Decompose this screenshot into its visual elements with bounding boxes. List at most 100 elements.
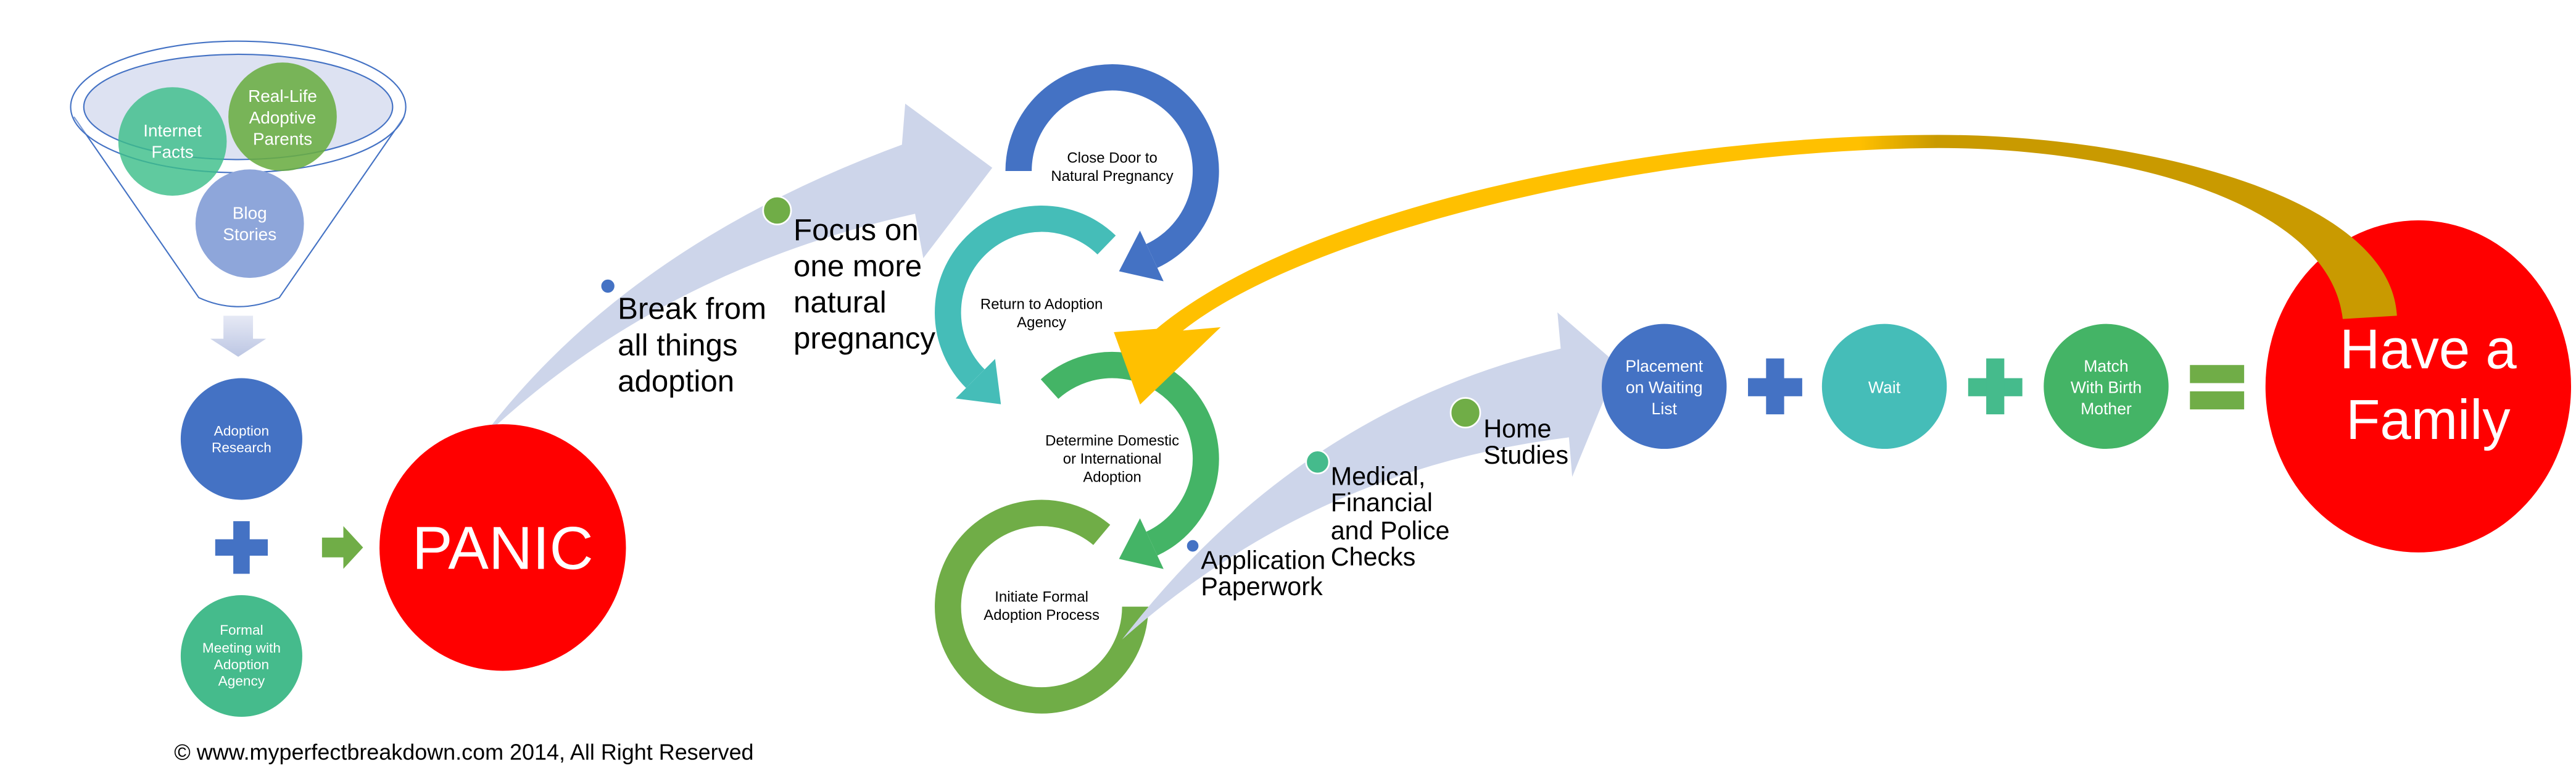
result-label: Have a: [2340, 319, 2517, 381]
label-line: Real-Life: [248, 86, 317, 106]
label-line: Parents: [253, 129, 312, 148]
cycle-ring-close-door: [1005, 64, 1219, 268]
step-text: natural: [793, 285, 887, 319]
label-line: Stories: [223, 225, 276, 244]
step-text: one more: [793, 249, 922, 283]
cycle-label: Determine Domestic: [1045, 433, 1179, 449]
label-line: Blog: [233, 203, 267, 222]
copyright-notice: © www.myperfectbreakdown.com 2014, All R…: [174, 739, 753, 764]
label-line: Adoption: [214, 424, 269, 439]
label-line: List: [1652, 399, 1678, 418]
wait-circle: [1821, 324, 1947, 449]
step-text: all things: [618, 328, 737, 362]
result-label: Family: [2346, 389, 2511, 451]
node-panic: PANIC: [379, 424, 626, 671]
down-arrow-icon: [210, 315, 267, 357]
label-line: Adoption: [214, 657, 269, 672]
step-dot-icon: [762, 195, 792, 225]
cycle-label: Adoption: [1083, 469, 1141, 485]
label-line: Research: [212, 440, 271, 455]
step-text: pregnancy: [793, 322, 935, 356]
step-dot-icon: [1185, 538, 1201, 554]
blog-stories-circle: [195, 169, 304, 278]
step-text: Application: [1201, 546, 1325, 574]
plus-icon: [1968, 358, 2023, 415]
cycle-label: Agency: [1017, 314, 1066, 331]
label-line: Formal: [220, 622, 263, 638]
cycle-label: Return to Adoption: [980, 296, 1103, 313]
cycle-ring-initiate: [935, 499, 1149, 714]
cycle-label: Initiate Formal: [995, 589, 1088, 606]
step-text: Checks: [1331, 543, 1416, 571]
label-line: With Birth: [2071, 378, 2142, 396]
step-text: Focus on: [793, 213, 919, 247]
step-text: Paperwork: [1201, 572, 1323, 601]
label-line: Internet: [143, 121, 202, 140]
cycle-arrowhead-icon: [955, 359, 1001, 404]
plus-icon: [215, 521, 268, 574]
plus-icon: [1748, 358, 1802, 415]
step-text: adoption: [618, 364, 734, 398]
label-line: Wait: [1868, 378, 1901, 396]
label-line: Adoptive: [249, 108, 317, 127]
equals-icon: [2190, 365, 2245, 410]
node-wait: Wait: [1821, 324, 1947, 449]
adoption-research-circle: [180, 378, 302, 500]
panic-label: PANIC: [412, 514, 594, 582]
step-dot-icon: [1305, 449, 1330, 475]
label-line: Mother: [2081, 399, 2132, 418]
right-arrow-icon: [321, 526, 363, 569]
label-line: Placement: [1625, 357, 1703, 375]
curved-arrow-panic-to-cycle: [479, 103, 993, 441]
cycle-label: Close Door to: [1067, 150, 1157, 167]
step-text: Medical,: [1331, 462, 1426, 491]
formal-meeting-circle: [180, 595, 302, 717]
step-text: Break from: [618, 292, 766, 326]
cycle-arrowhead-icon: [1119, 230, 1164, 282]
step-dot-icon: [599, 278, 616, 294]
cycle-label: Natural Pregnancy: [1051, 168, 1173, 185]
cycle-ring-return-agency: [935, 206, 1116, 388]
label-line: Facts: [151, 143, 193, 162]
step-text: Home: [1483, 414, 1551, 443]
step-text: and Police: [1331, 516, 1450, 545]
placement-circle: [1602, 324, 1727, 449]
step-text: Studies: [1483, 441, 1568, 469]
step-text: Financial: [1331, 488, 1433, 517]
loop-back-arrow: [1114, 135, 2397, 405]
match-circle: [2044, 324, 2169, 449]
panic-circle: [379, 424, 626, 671]
internet-facts-circle: [118, 87, 227, 196]
node-have-a-family: Have a Family: [2265, 220, 2572, 553]
label-line: Meeting with: [202, 640, 281, 656]
step-dot-icon: [1449, 397, 1481, 428]
have-a-family-circle: [2265, 220, 2572, 553]
curved-arrow-process-to-placement: [1122, 312, 1618, 640]
real-life-parents-circle: [228, 62, 337, 172]
